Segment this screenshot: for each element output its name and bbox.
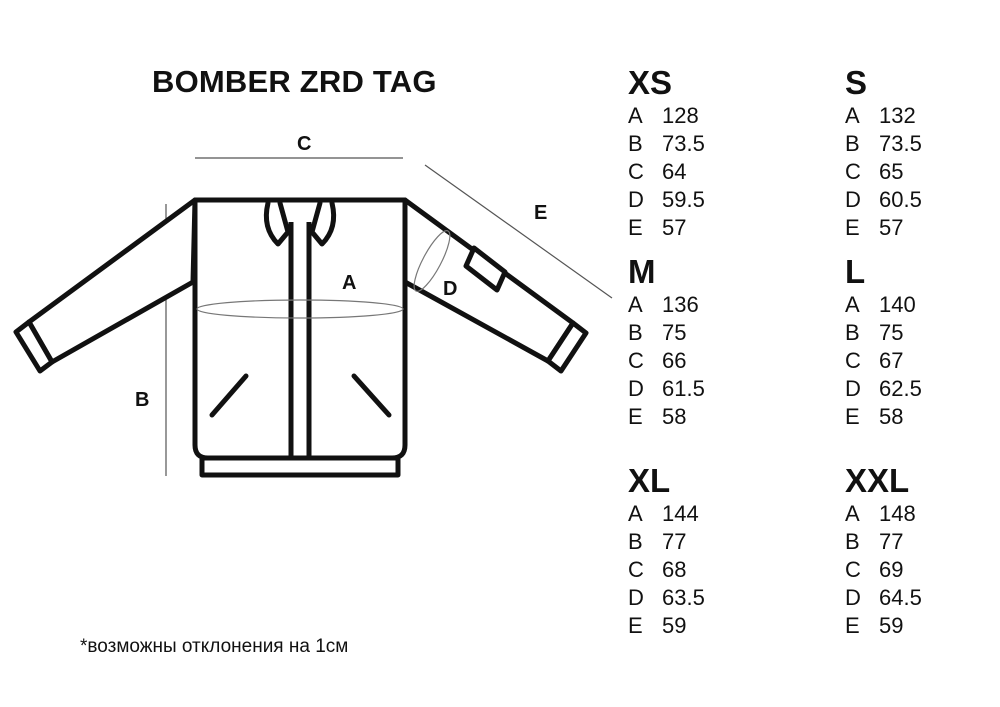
label-e: E [534,202,547,224]
jacket-diagram: C A B D E [13,133,613,478]
size-name: L [845,253,866,290]
right-pocket [351,373,392,418]
collar-left [263,200,291,247]
chest-measure-ellipse [196,299,404,319]
size-name: S [845,64,868,101]
armhole-measure-ellipse [413,230,451,292]
label-a: A [342,272,356,294]
left-pocket [209,373,249,418]
waistband [199,455,401,478]
collar-right [309,200,337,247]
label-d: D [443,278,457,300]
page-title: BOMBER ZRD TAG [152,64,437,99]
left-sleeve [26,197,198,365]
jacket-body [192,197,408,461]
size-name: XXL [845,462,910,499]
label-c: C [297,133,311,155]
tolerance-note: *возможны отклонения на 1см [80,636,349,657]
size-name: XL [628,462,671,499]
label-b: B [135,389,149,411]
dimension-e-line [424,164,613,299]
size-name: M [628,253,656,290]
sleeve-pocket [463,245,508,293]
size-name: XS [628,64,673,101]
right-cuff [545,320,589,374]
left-cuff [13,319,55,374]
